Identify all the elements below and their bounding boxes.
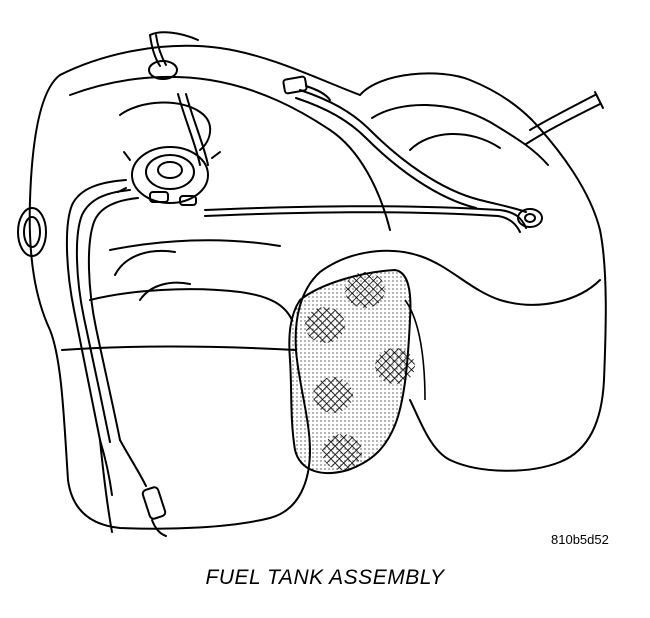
right-tank-lobe [359, 72, 607, 472]
left-recess-2 [139, 281, 191, 301]
right-connector [517, 208, 543, 228]
vent-tube [149, 34, 167, 67]
fuel-pump-module [117, 146, 221, 206]
main-tank-lower-crease [89, 288, 293, 321]
mesh-patch [313, 377, 353, 413]
hose-end [594, 91, 604, 109]
filler-neck-boss [119, 101, 212, 151]
figure-reference-code: 810b5d52 [551, 532, 609, 547]
mesh-patch [322, 434, 362, 470]
vent-tube-end [149, 31, 199, 41]
upper-connector [282, 75, 331, 101]
fuel-line-left-a [65, 179, 127, 496]
mesh-patch [305, 307, 345, 343]
mesh-patch [345, 272, 385, 308]
left-end-fitting-inner [23, 216, 41, 248]
right-lobe-top-contour [371, 104, 549, 166]
right-lobe-inner-ridge [409, 132, 501, 151]
fuel-line-cross-b [204, 211, 521, 233]
lower-connector [119, 439, 167, 537]
wiring-harness [299, 89, 527, 213]
wiring-harness-2 [295, 97, 477, 209]
main-tank-mid-crease [61, 345, 297, 351]
fuel-line-left-c [87, 197, 139, 441]
fuel-line-left-b [75, 189, 131, 443]
main-tank-shelf [109, 239, 281, 251]
main-tank-top-contour [69, 75, 391, 231]
left-recess [114, 249, 176, 276]
fuel-line-down [99, 439, 113, 533]
heat-shield [288, 268, 426, 475]
filler-vent-hose [525, 94, 601, 145]
left-end-fitting [17, 207, 47, 257]
figure-caption: FUEL TANK ASSEMBLY [205, 566, 445, 589]
fuel-line-cross-a [204, 205, 527, 229]
fuel-line-a [177, 93, 209, 166]
mesh-patch [375, 348, 415, 384]
main-tank-body [28, 74, 601, 530]
main-tank-top-edge [59, 44, 361, 96]
